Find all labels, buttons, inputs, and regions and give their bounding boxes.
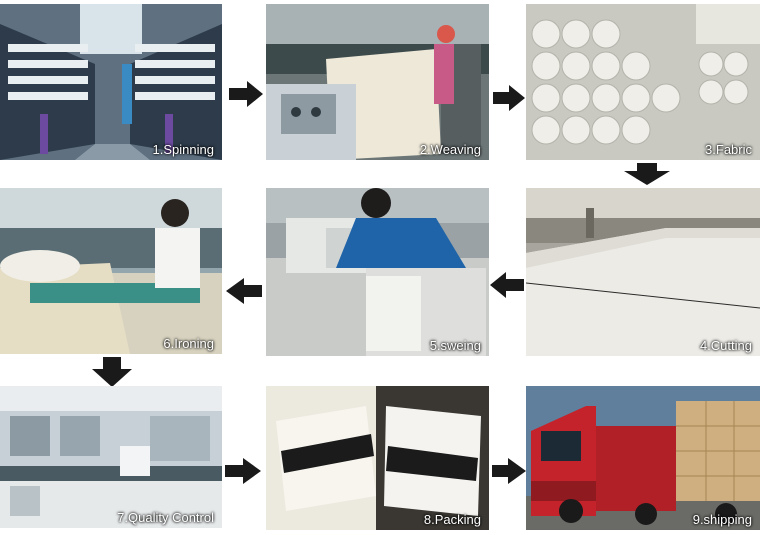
arrow-down-icon (624, 163, 670, 185)
arrow-left-icon (490, 272, 524, 298)
step-label: 4.Cutting (700, 338, 752, 353)
step-label: 9.shipping (693, 512, 752, 527)
step-fabric-photo: 3.Fabric (526, 4, 760, 160)
arrow-right-icon (493, 85, 525, 111)
step-cutting-photo: 4.Cutting (526, 188, 760, 356)
step-shipping-photo: 9.shipping (526, 386, 760, 530)
step-label: 8.Packing (424, 512, 481, 527)
arrow-down-icon (92, 357, 132, 387)
step-label: 6.Ironing (163, 336, 214, 351)
step-weaving-photo: 2.Weaving (266, 4, 489, 160)
arrow-right-icon (492, 458, 526, 484)
step-ironing-photo: 6.Ironing (0, 188, 222, 354)
arrow-right-icon (229, 81, 263, 107)
step-packing-photo: 8.Packing (266, 386, 489, 530)
step-spinning-photo: 1.Spinning (0, 4, 222, 160)
step-label: 3.Fabric (705, 142, 752, 157)
step-sewing-photo: 5.sweing (266, 188, 489, 356)
arrow-right-icon (225, 458, 261, 484)
step-label: 1.Spinning (153, 142, 214, 157)
step-label: 5.sweing (430, 338, 481, 353)
arrow-left-icon (226, 278, 262, 304)
step-label: 7.Quality Control (117, 510, 214, 525)
step-label: 2.Weaving (420, 142, 481, 157)
step-quality-control-photo: 7.Quality Control (0, 386, 222, 528)
